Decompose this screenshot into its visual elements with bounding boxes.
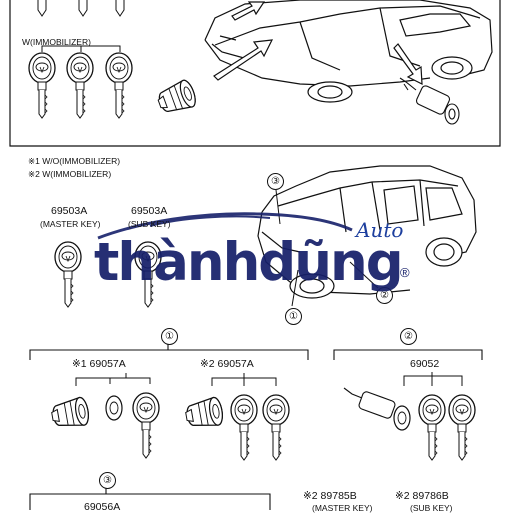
- watermark-auto-text: Auto: [356, 218, 404, 242]
- master-key-name: (MASTER KEY): [40, 219, 101, 229]
- watermark-brand-text: thànhdũng: [94, 232, 404, 293]
- watermark-registered-mark: ®: [400, 265, 410, 280]
- callout-1-car: ①: [285, 308, 302, 325]
- group3-master-key-part-number: ※2 89785B: [303, 490, 357, 502]
- group3-sub-key-name: (SUB KEY): [410, 503, 453, 513]
- callout-3-car: ③: [267, 173, 284, 190]
- group3-master-key-name: (MASTER KEY): [312, 503, 373, 513]
- group1-right-part-number: ※2 69057A: [200, 358, 254, 370]
- note-without-immobilizer: ※1 W/O(IMMOBILIZER): [28, 156, 121, 166]
- group3-sub-key-part-number: ※2 89786B: [395, 490, 449, 502]
- note-with-immobilizer: ※2 W(IMMOBILIZER): [28, 169, 112, 179]
- sub-key-name: (SUB KEY): [128, 219, 171, 229]
- group1-left-part-number: ※1 69057A: [72, 358, 126, 370]
- group2-part-number: 69052: [410, 358, 440, 370]
- master-key-part-number: 69503A: [51, 205, 88, 217]
- group1-callout: ①: [161, 328, 178, 345]
- group3-part-number: 69056A: [84, 501, 121, 513]
- sub-key-part-number: 69503A: [131, 205, 168, 217]
- group3-callout: ③: [99, 472, 116, 489]
- group2-callout: ②: [400, 328, 417, 345]
- immobilizer-variant-label: W(IMMOBILIZER): [22, 37, 91, 47]
- callout-2-car: ②: [376, 287, 393, 304]
